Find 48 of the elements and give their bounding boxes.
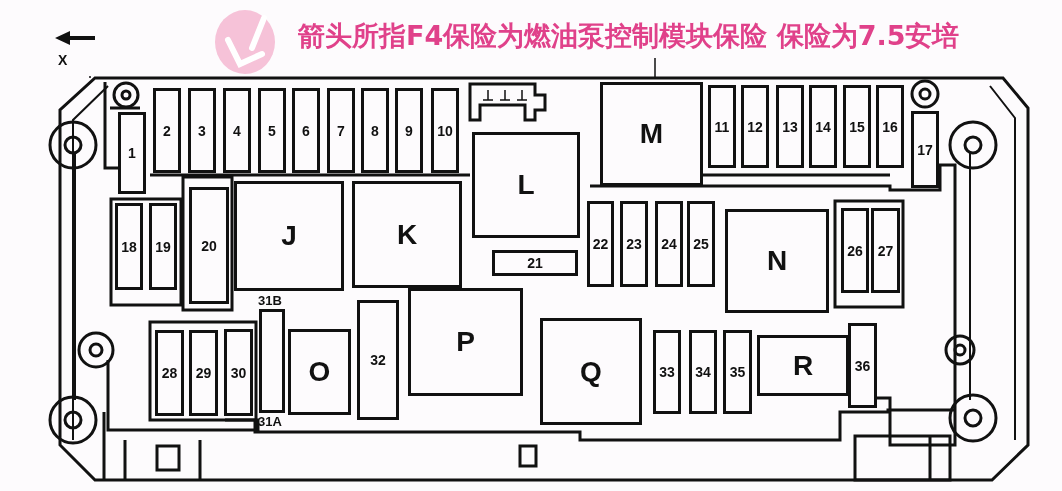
fuse-box: 7 (327, 88, 355, 173)
fuse-box: 16 (876, 85, 904, 168)
fuse-box: 10 (431, 88, 459, 173)
fuse-box: 2 (153, 88, 181, 173)
fuse-box: 29 (189, 330, 218, 416)
relay-box: O (288, 329, 351, 415)
relay-box: N (725, 209, 829, 313)
relay-box: P (408, 288, 523, 396)
relay-box: M (600, 82, 703, 186)
fuse-box: 35 (723, 330, 752, 414)
fuse-box: 20 (189, 187, 229, 304)
title: 箭头所指F4保险为燃油泵控制模块保险 保险为7.5安培 (298, 19, 960, 53)
fuse-box: 30 (224, 329, 253, 416)
fuse-box: 6 (292, 88, 320, 173)
axis-label: X (58, 52, 68, 68)
fuse-box: 23 (620, 201, 648, 287)
fuse-box: 32 (357, 300, 399, 420)
fuse-box: 18 (115, 203, 143, 290)
relay-box: Q (540, 318, 642, 425)
fuse-box: 12 (741, 85, 769, 168)
fuse-label: 31B (258, 293, 282, 308)
fuse-box: 33 (653, 330, 681, 414)
fuse-box: 14 (809, 85, 837, 168)
fuse-box: 28 (155, 330, 184, 416)
fuse-box: 21 (492, 250, 578, 276)
fuse-box: 13 (776, 85, 804, 168)
fuse-box: 8 (361, 88, 389, 173)
fuse-label: 31A (258, 414, 282, 429)
fuse-box: 15 (843, 85, 871, 168)
fuse-box: 36 (848, 323, 877, 408)
fuse-box: 19 (149, 203, 177, 290)
relay-box: L (472, 132, 580, 238)
fuse-box: 11 (708, 85, 736, 168)
fuse-box: 25 (687, 201, 715, 287)
fuse-box: 4 (223, 88, 251, 173)
fuse-box: 27 (871, 208, 900, 293)
fuse-box: 1 (118, 112, 146, 194)
fuse-box: 26 (841, 208, 869, 293)
fuse-box: 22 (587, 201, 614, 287)
fuse-box: 17 (911, 111, 939, 188)
relay-box: R (757, 335, 849, 396)
fuse-box: 24 (655, 201, 683, 287)
fuse-box: 9 (395, 88, 423, 173)
relay-box: K (352, 181, 462, 288)
fuse-box: 3 (188, 88, 216, 173)
relay-box: J (234, 181, 344, 291)
fuse-box: 34 (689, 330, 717, 414)
fuse-box: 5 (258, 88, 286, 173)
